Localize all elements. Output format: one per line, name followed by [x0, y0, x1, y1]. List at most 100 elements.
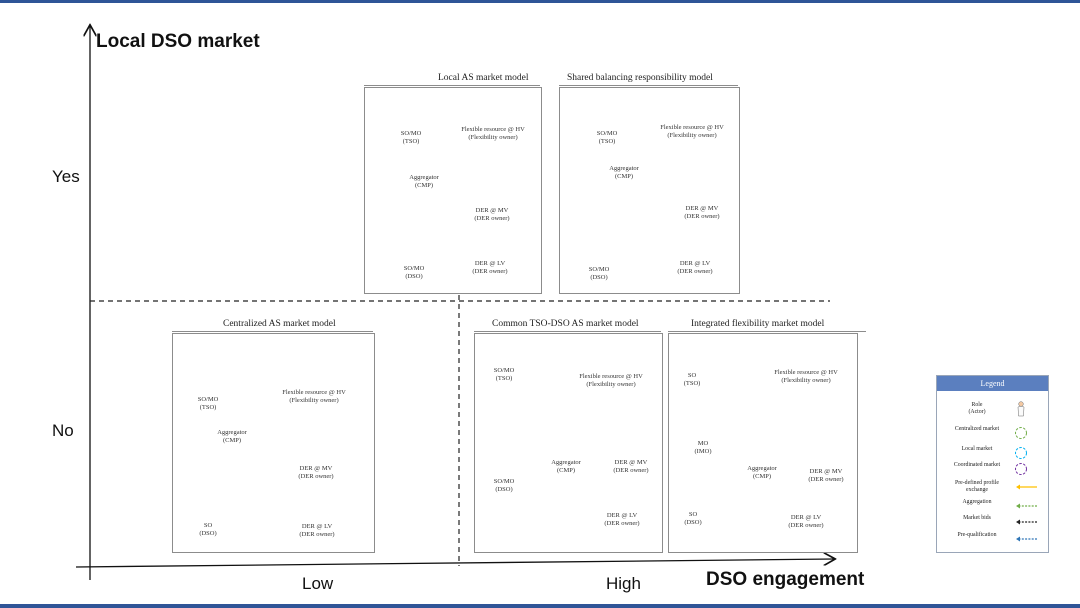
aggregator-label: Aggregator(CMP)	[609, 165, 639, 181]
mv-label: DER @ MV(DER owner)	[684, 205, 719, 221]
lv-label: DER @ LV(DER owner)	[472, 260, 507, 276]
arrow-icon	[1016, 484, 1037, 490]
aggregator-label: Aggregator(CMP)	[551, 459, 581, 475]
lv-label-line: (DER owner)	[788, 522, 824, 529]
dso-label-line: (DSO)	[684, 519, 702, 526]
hv-label: Flexible resource @ HV(Flexibility owner…	[282, 389, 346, 405]
panel-title-rule	[559, 85, 738, 86]
aggregator-label-line: Aggregator	[409, 174, 439, 181]
hv-label-line: (Flexibility owner)	[289, 397, 339, 404]
lv-label: DER @ LV(DER owner)	[788, 514, 823, 530]
aggregator-label-line: Aggregator	[609, 165, 639, 172]
aggregator-label-line: Aggregator	[747, 465, 777, 472]
tso-label-line: (TSO)	[199, 404, 217, 411]
aggregator-label-line: (CMP)	[752, 473, 772, 480]
panel-title: Common TSO-DSO AS market model	[492, 319, 639, 329]
tso-label: SO/MO(TSO)	[597, 130, 618, 146]
legend-item-label: Local market	[961, 446, 993, 452]
hv-label: Flexible resource @ HV(Flexibility owner…	[660, 124, 724, 140]
market-ring-icon	[1015, 427, 1027, 439]
person-icon	[1017, 401, 1025, 417]
dso-label: SO/MO(DSO)	[494, 478, 515, 494]
lv-label-line: (DER owner)	[472, 268, 508, 275]
mv-label-line: DER @ MV	[614, 459, 648, 466]
panel-title: Centralized AS market model	[223, 319, 336, 329]
x-label-high: High	[606, 574, 641, 593]
mv-label-line: DER @ MV	[299, 465, 333, 472]
imo-label-line: MO	[697, 440, 709, 447]
hv-label-line: Flexible resource @ HV	[774, 369, 838, 376]
legend-item-label: Aggregation	[962, 499, 992, 505]
legend-item: Market bids	[937, 515, 1048, 529]
lv-label-line: (DER owner)	[677, 268, 713, 275]
tso-label: SO/MO(TSO)	[494, 367, 515, 383]
legend-title: Legend	[937, 376, 1048, 391]
market-ring-icon	[1015, 463, 1027, 475]
hv-label-line: (Flexibility owner)	[667, 132, 717, 139]
arrow-icon	[1016, 503, 1037, 509]
hv-label-line: (Flexibility owner)	[468, 134, 518, 141]
tso-label: SO(TSO)	[684, 372, 701, 388]
imo-label-line: (IMO)	[694, 448, 712, 455]
lv-label-line: (DER owner)	[299, 531, 335, 538]
mv-label-line: DER @ MV	[685, 205, 719, 212]
mv-label-line: DER @ MV	[809, 468, 843, 475]
aggregator-label-line: (CMP)	[414, 182, 434, 189]
lv-label-line: DER @ LV	[679, 260, 711, 267]
tso-label-line: SO/MO	[197, 396, 219, 403]
y-label-yes: Yes	[52, 167, 80, 186]
hv-label-line: Flexible resource @ HV	[579, 373, 643, 380]
aggregator-label-line: (CMP)	[556, 467, 576, 474]
legend-item: Local market	[937, 446, 1048, 460]
dso-label: SO/MO(DSO)	[404, 265, 425, 281]
panel-title-rule	[474, 331, 661, 332]
mv-label: DER @ MV(DER owner)	[613, 459, 648, 475]
lv-label-line: DER @ LV	[301, 523, 333, 530]
mv-label-line: (DER owner)	[298, 473, 334, 480]
legend-item-label: Centralized market	[954, 426, 1000, 432]
hv-label-line: Flexible resource @ HV	[282, 389, 346, 396]
tso-label-line: (TSO)	[402, 138, 420, 145]
tso-label-line: (TSO)	[495, 375, 513, 382]
hv-label-line: Flexible resource @ HV	[660, 124, 724, 131]
dso-label-line: (DSO)	[199, 530, 217, 537]
legend-item-label: Pre-qualification	[957, 532, 997, 538]
dso-label-line: (DSO)	[405, 273, 423, 280]
aggregator-label-line: Aggregator	[551, 459, 581, 466]
aggregator-label: Aggregator(CMP)	[409, 174, 439, 190]
lv-label: DER @ LV(DER owner)	[604, 512, 639, 528]
lv-label-line: DER @ LV	[790, 514, 822, 521]
lv-label-line: DER @ LV	[474, 260, 506, 267]
legend-item-label: Role(Actor)	[968, 402, 986, 415]
aggregator-label-line: Aggregator	[217, 429, 247, 436]
legend-item: Pre-qualification	[937, 532, 1048, 546]
x-axis	[75, 559, 834, 568]
panel-title: Shared balancing responsibility model	[567, 73, 713, 83]
hv-label-line: (Flexibility owner)	[781, 377, 831, 384]
dso-label: SO/MO(DSO)	[589, 266, 610, 282]
x-label-low: Low	[302, 574, 334, 593]
tso-label: SO/MO(TSO)	[198, 396, 219, 412]
legend-item: Coordinated market	[937, 462, 1048, 476]
market-ring-icon	[1015, 447, 1027, 459]
dso-label-line: SO	[688, 511, 698, 518]
tso-label-line: SO/MO	[493, 367, 515, 374]
mv-label-line: DER @ MV	[475, 207, 509, 214]
hv-label: Flexible resource @ HV(Flexibility owner…	[461, 126, 525, 142]
lv-label: DER @ LV(DER owner)	[299, 523, 334, 539]
aggregator-label-line: (CMP)	[614, 173, 634, 180]
hv-label-line: Flexible resource @ HV	[461, 126, 525, 133]
hv-label: Flexible resource @ HV(Flexibility owner…	[774, 369, 838, 385]
legend-item-label: Coordinated market	[953, 462, 1001, 468]
panel-title: Integrated flexibility market model	[691, 319, 825, 329]
tso-label: SO/MO(TSO)	[401, 130, 422, 146]
mv-label-line: (DER owner)	[684, 213, 720, 220]
panel-title-rule	[364, 85, 540, 86]
lv-label: DER @ LV(DER owner)	[677, 260, 712, 276]
aggregator-label: Aggregator(CMP)	[747, 465, 777, 481]
legend-item: Centralized market	[937, 426, 1048, 440]
lv-label-line: (DER owner)	[604, 520, 640, 527]
mv-label: DER @ MV(DER owner)	[808, 468, 843, 484]
